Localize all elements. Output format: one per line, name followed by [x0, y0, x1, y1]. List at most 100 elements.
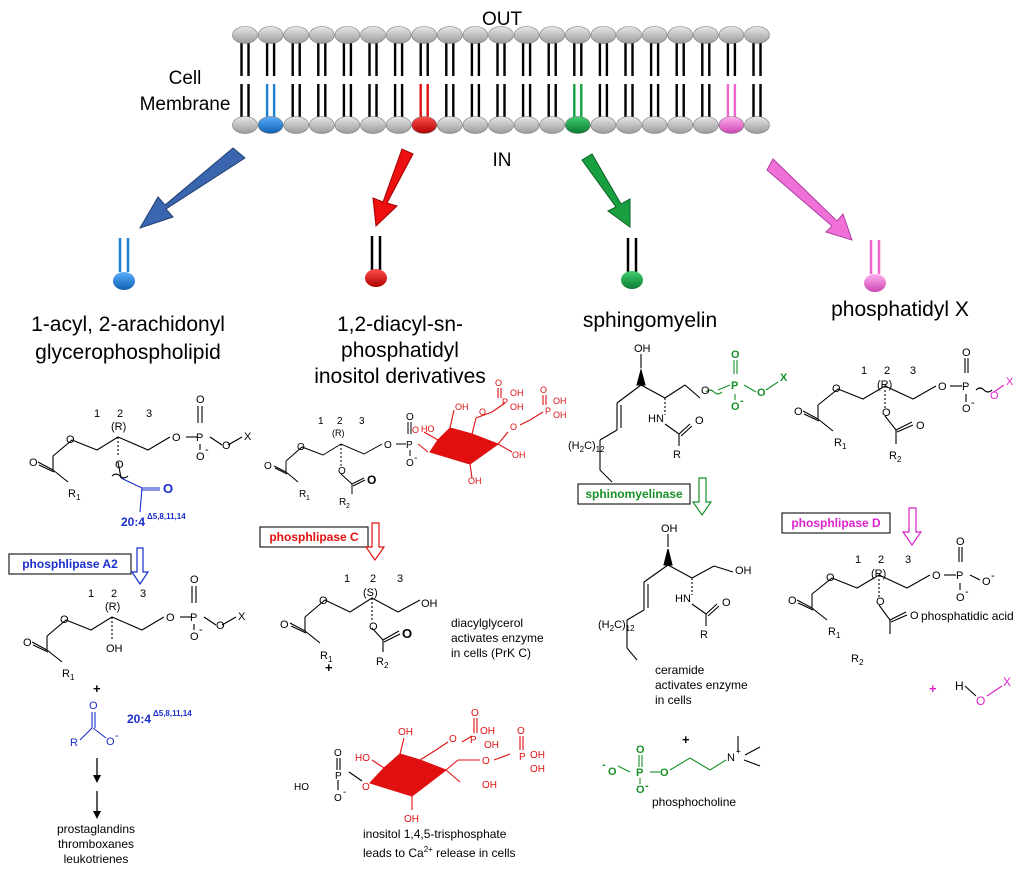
c1-enzyme: phosphlipase A2 [22, 557, 118, 571]
out-label: OUT [482, 9, 523, 30]
c3-phosphocholine: phosphocholine [652, 795, 736, 809]
lipid-head-outer [590, 26, 617, 44]
col2-enzyme-box: phosphlipase C [259, 526, 369, 548]
c4p-r1-sub: 1 [836, 631, 841, 640]
c2-o-g: O [406, 458, 414, 469]
c4p-o-b: O [788, 595, 797, 607]
c4p-p: P [956, 570, 963, 582]
in-label: IN [493, 150, 512, 171]
c4p-o-a: O [826, 572, 835, 584]
c4-o-c: O [882, 407, 891, 419]
c3c-hn: HN [675, 593, 691, 605]
c4-num1: 1 [861, 365, 867, 377]
lipid-head-inner [590, 116, 617, 134]
c2-p: P [406, 440, 413, 451]
c2-minus: - [414, 453, 417, 464]
c4-o-e: O [938, 381, 947, 393]
c3-cer-line2: activates enzyme [655, 678, 748, 692]
col4-pa-structure [796, 547, 981, 634]
col1-structure-labels: 1 2 3 (R) O O R 1 O O O P O O - O X [29, 394, 252, 502]
lipid-icon-blue [113, 238, 135, 290]
c3-h2c12-b: 2 [580, 445, 585, 454]
c2-dag-line1: diacylglycerol [451, 616, 523, 630]
c4-config: (R) [877, 379, 892, 391]
col1-enzyme-box: phosphlipase A2 [8, 553, 132, 575]
c4-product: phosphatidic acid [921, 609, 1014, 623]
c2-r1: R [299, 489, 306, 500]
c4-r2-sub: 2 [897, 455, 902, 464]
c1f-r: R [70, 737, 78, 749]
c3-o2: O [695, 415, 704, 427]
col1-fatty-acid-labels: R O O - 20:4 Δ5,8,11,14 [70, 700, 192, 749]
c2i-ho: HO [294, 782, 309, 793]
c3-o1: O [701, 385, 710, 397]
col3-phosphocholine-labels: P O O - O - O [602, 744, 669, 796]
c3-chain-tail [599, 469, 613, 483]
c2r-oh3: OH [512, 450, 526, 460]
c2-o-d: O [367, 473, 376, 487]
col4-enzyme-box: phosphlipase D [781, 512, 891, 534]
c1f-chain: 20:4 [127, 712, 151, 726]
c2-ip3-line2-pre: leads to Ca [363, 846, 424, 860]
c4-x-bond [986, 685, 1003, 697]
c2-dag-line3: in cells (PrK C) [451, 646, 531, 660]
lipid-head-inner [334, 116, 361, 134]
c2d-r2: R [376, 656, 384, 668]
c1-r1: R [68, 488, 76, 500]
col2-ring-labels: O HO OH OH OH O P O OH OH O P O OH OH [412, 378, 567, 486]
col2-title-line2: phosphatidyl [341, 339, 459, 362]
col2-ip3-labels: HO P O O - O HO OH OH OH O P O OH OH O P… [294, 708, 545, 825]
c1-chain: 20:4 [121, 515, 145, 529]
c1l-minus: - [199, 624, 203, 636]
c1-r1-sub: 1 [76, 493, 81, 502]
c2-enzyme: phosphlipase C [269, 530, 359, 544]
c2i-o3: O [362, 782, 370, 793]
c3c-h2c12-c: C) [614, 619, 626, 631]
c1-o-g: O [196, 451, 205, 463]
c4-x: X [1006, 376, 1014, 388]
lipid-head-outer [564, 26, 591, 44]
c2-r2-sub: 2 [346, 503, 350, 510]
c3-hn: HN [648, 413, 664, 425]
c3p-o1: O [636, 744, 645, 756]
lipid-head-inner [488, 116, 514, 134]
c2i-oh5: OH [484, 740, 499, 751]
c4-num3: 3 [910, 365, 916, 377]
c1-o-f: O [196, 394, 205, 406]
lipid-icon-red [365, 236, 387, 287]
lipid-icon-green [621, 238, 643, 289]
c1l-o-h: O [216, 620, 225, 632]
c1l-oh: OH [106, 643, 123, 655]
c4-r1: R [834, 437, 842, 449]
c4-r1-sub: 1 [842, 442, 847, 451]
c2i-p2: P [470, 735, 477, 746]
lipid-head-highlighted [257, 116, 284, 134]
c4p-num1: 1 [855, 554, 861, 566]
c4-plus: + [929, 681, 937, 696]
c4-enzyme: phosphlipase D [791, 516, 881, 530]
c2i-p3: P [519, 752, 526, 763]
lipid-head-outer [436, 26, 463, 44]
c3p-minus1: - [645, 780, 649, 792]
c2i-oh2: OH [404, 814, 419, 825]
c3-cer-line3: in cells [655, 693, 692, 707]
c3p-p: P [636, 767, 643, 779]
c2r-oh6: OH [553, 396, 567, 406]
c1-x: X [244, 431, 252, 443]
c1-product-2: thromboxanes [58, 837, 134, 851]
c2-dag-line2: activates enzyme [451, 631, 544, 645]
lipid-head-outer [360, 26, 386, 44]
lipid-head-inner [513, 116, 540, 134]
col4-structure-labels: 1 2 3 (R) O O R 1 O O R 2 O P O O - [794, 347, 975, 464]
col3-ceramide-description: ceramide activates enzyme in cells [655, 663, 748, 707]
c1l-r1-sub: 1 [70, 673, 75, 682]
c3-h2c12: (H2C)12 [568, 440, 605, 454]
c1l-o-e: O [166, 612, 175, 624]
c4-o-h: O [990, 390, 999, 402]
lipid-head-inner [539, 116, 566, 134]
c3-h2c12-text: (H2C)12 [568, 440, 605, 454]
c3c-h2c12-d: 12 [626, 624, 635, 633]
col1-fatty-acid [79, 712, 107, 741]
col2-ip3-description: inositol 1,4,5-trisphosphate leads to Ca… [363, 827, 516, 860]
